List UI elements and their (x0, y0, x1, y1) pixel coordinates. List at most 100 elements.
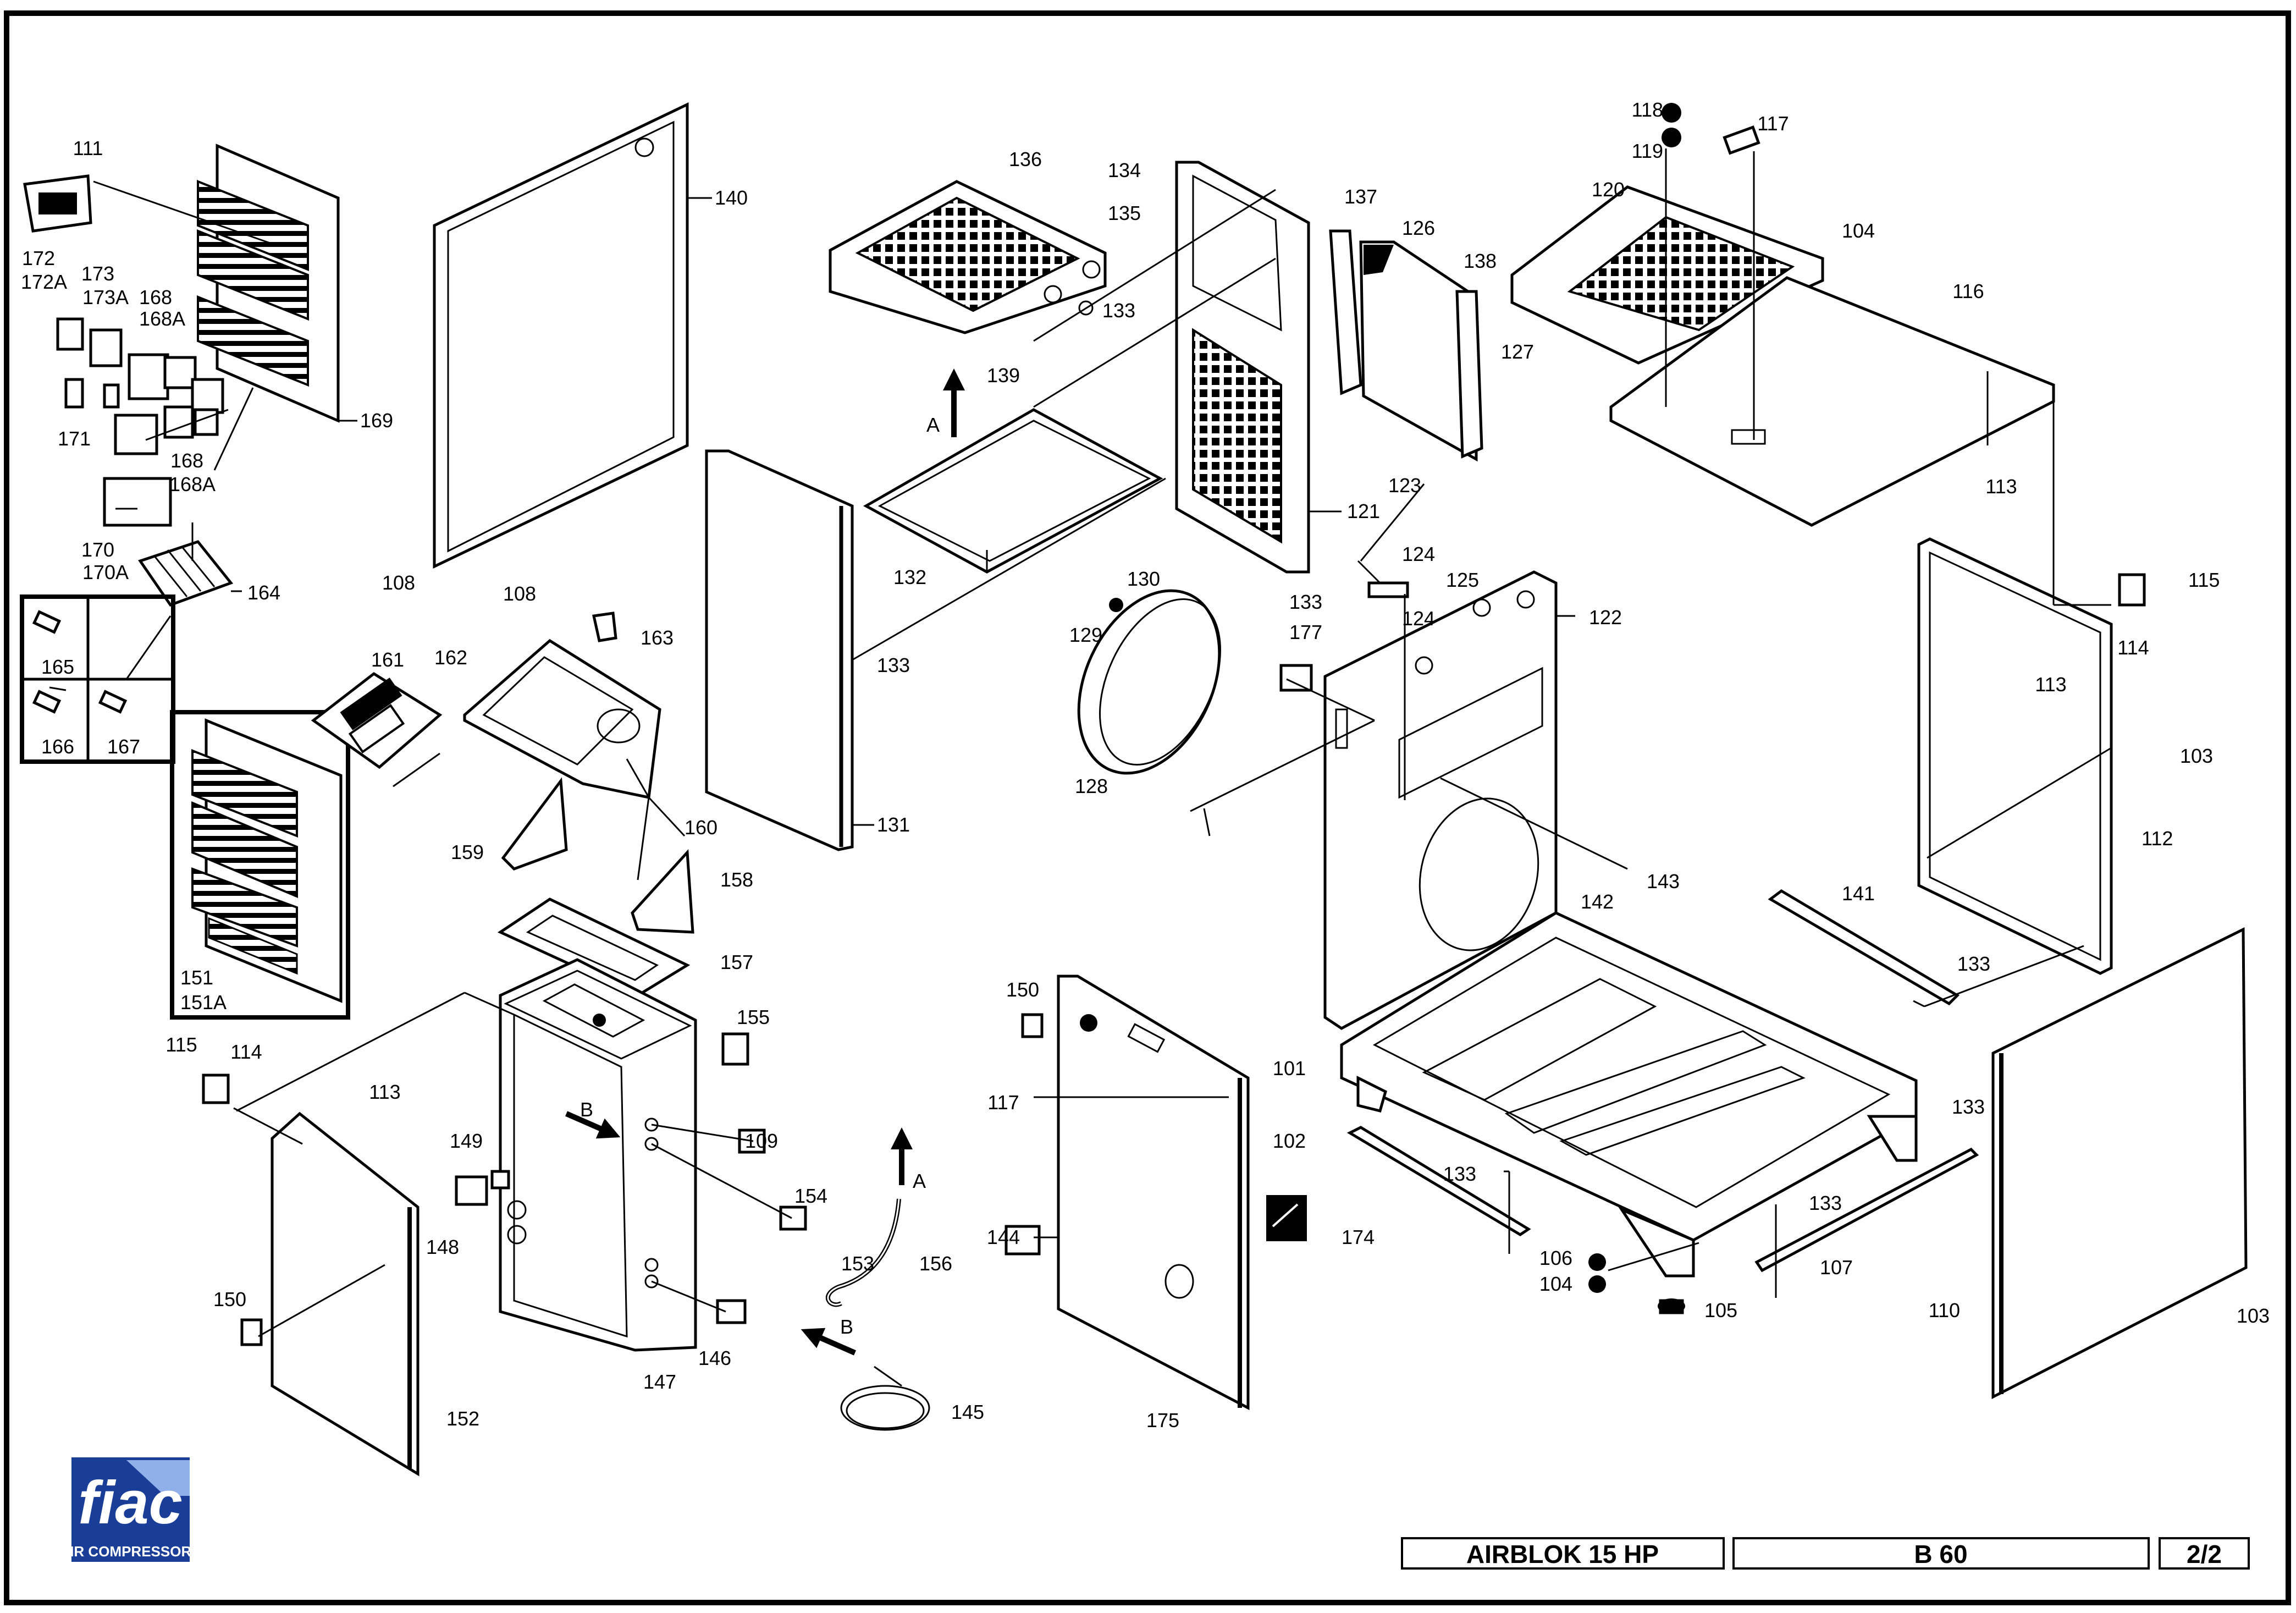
callout-111: 111 (73, 137, 103, 159)
part-147-duct-box (499, 958, 697, 1352)
callout-121: 121 (1347, 500, 1380, 522)
callout-154: 154 (794, 1185, 827, 1207)
callout-129: 129 (1069, 624, 1102, 646)
callout-152: 152 (446, 1407, 479, 1430)
callout-156: 156 (919, 1252, 952, 1275)
callout-172a: 172A (21, 271, 67, 293)
logo-stripe (126, 1460, 190, 1496)
callout-106: 106 (1539, 1247, 1572, 1269)
arrow-label-b: B (580, 1098, 593, 1121)
callout-141: 141 (1842, 882, 1875, 905)
part-140-frame-panel (433, 102, 689, 569)
callout-136: 136 (1009, 148, 1042, 170)
hose-145-156 (825, 1198, 930, 1431)
logo-brand: fiac (78, 1469, 183, 1537)
callout-114: 114 (2117, 636, 2149, 659)
callout-159: 159 (451, 841, 484, 863)
leader-lines (49, 148, 2112, 1337)
callout-133: 133 (1809, 1192, 1842, 1214)
callout-133: 133 (1952, 1095, 1985, 1118)
part-161-controller (311, 671, 443, 769)
callout-108: 108 (503, 582, 536, 605)
callout-169: 169 (360, 409, 393, 432)
callout-115: 115 (2188, 569, 2220, 591)
part-120-top-grille (1510, 185, 1824, 365)
arrow-label-b: B (840, 1315, 853, 1338)
fiac-logo: fiac AIR COMPRESSORS (59, 1457, 201, 1562)
callout-177: 177 (1289, 621, 1322, 643)
title-block-model: AIRBLOK 15 HP (1466, 1540, 1659, 1568)
callout-134: 134 (1108, 159, 1141, 181)
callout-122: 122 (1589, 606, 1622, 629)
callout-151a: 151A (180, 991, 227, 1014)
callout-112: 112 (2142, 827, 2173, 850)
part-111-contactor (23, 174, 92, 233)
callout-163: 163 (641, 626, 674, 649)
part-128-fan-ring (1077, 589, 1221, 775)
part-162-control-box (463, 612, 661, 800)
callout-139: 139 (987, 364, 1020, 387)
callout-113: 113 (369, 1081, 400, 1103)
callout-133: 133 (1957, 953, 1990, 975)
callout-124: 124 (1402, 607, 1435, 630)
part-136-radiator (829, 180, 1107, 334)
title-block-table: B 60 (1914, 1540, 1967, 1568)
callout-135: 135 (1108, 202, 1141, 224)
callout-173: 173 (81, 262, 114, 285)
board-inset-151 (170, 710, 350, 1020)
title-block-sheet-box (2159, 1537, 2250, 1570)
callout-138: 138 (1464, 250, 1497, 272)
callout-104: 104 (1842, 219, 1875, 242)
part-152-side-door (271, 1111, 420, 1477)
callout-153: 153 (841, 1252, 874, 1275)
title-block-sheet: 2/2 (2187, 1540, 2222, 1568)
callout-113: 113 (2035, 673, 2066, 696)
callout-116: 116 (1952, 280, 1984, 302)
callout-160: 160 (685, 816, 718, 839)
callout-102: 102 (1273, 1130, 1306, 1152)
callout-133: 133 (877, 654, 910, 676)
callout-166: 166 (41, 735, 74, 758)
arrow-label-a: A (926, 414, 940, 436)
callout-165: 165 (41, 656, 74, 678)
part-174-sight-glass (1266, 1195, 1307, 1241)
callout-133: 133 (1289, 591, 1322, 613)
callout-123: 123 (1388, 474, 1421, 497)
callout-125: 125 (1446, 569, 1479, 591)
callout-118: 118 (1632, 98, 1663, 121)
part-144-front-door (1057, 975, 1250, 1411)
callout-143: 143 (1647, 870, 1680, 893)
callout-127: 127 (1501, 340, 1534, 363)
callout-120: 120 (1592, 178, 1625, 201)
callout-161: 161 (371, 648, 404, 671)
callout-137: 137 (1344, 185, 1377, 208)
callout-113: 113 (1985, 475, 2017, 498)
callout-173a: 173A (82, 286, 129, 309)
callout-148: 148 (426, 1236, 459, 1258)
callout-157: 157 (720, 951, 753, 973)
callout-168: 168 (170, 449, 203, 472)
callout-140: 140 (715, 186, 748, 209)
callout-109: 109 (745, 1130, 778, 1152)
small-electrical-components (56, 317, 224, 527)
callout-164: 164 (247, 581, 280, 604)
callout-170: 170 (81, 538, 114, 561)
callout-168: 168 (139, 286, 172, 309)
callout-142: 142 (1581, 890, 1614, 913)
part-121-grille-panel (1175, 161, 1310, 574)
callout-170a: 170A (82, 561, 129, 583)
part-169-electrical-panel (197, 144, 340, 423)
logo-tagline: AIR COMPRESSORS (59, 1543, 201, 1560)
title-block: AIRBLOK 15 HP B 60 2/2 (1401, 1537, 2250, 1570)
callout-128: 128 (1075, 775, 1108, 797)
callout-126: 126 (1402, 217, 1435, 239)
callout-114: 114 (230, 1041, 262, 1063)
part-110-side-panel (1991, 927, 2248, 1400)
callout-144: 144 (987, 1226, 1020, 1248)
callout-151: 151 (180, 966, 213, 989)
callout-124: 124 (1402, 543, 1435, 565)
callout-155: 155 (737, 1006, 770, 1028)
callout-105: 105 (1704, 1299, 1737, 1322)
